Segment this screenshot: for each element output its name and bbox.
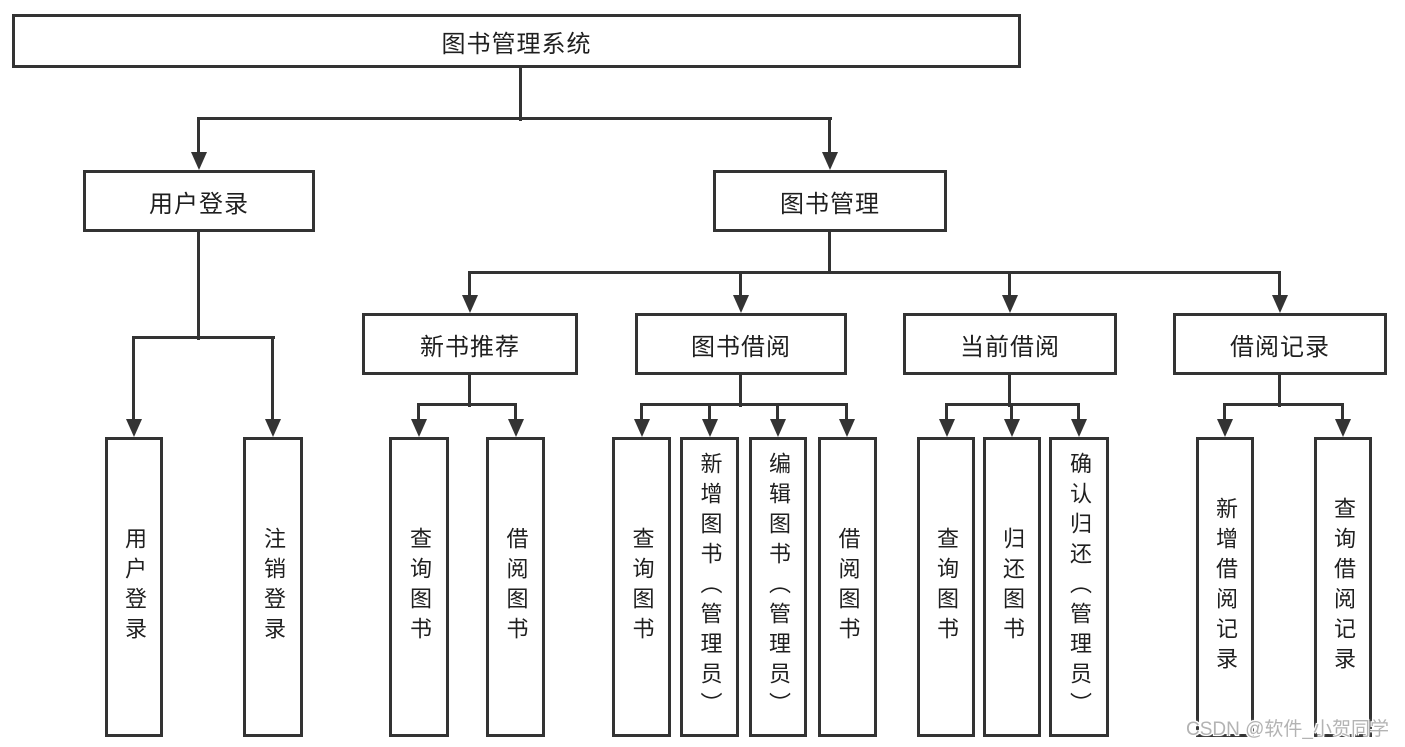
- arrow-head: [770, 419, 786, 437]
- connector-recommend-drop: [468, 375, 471, 407]
- node-book-borrowing: 图书借阅: [635, 313, 847, 375]
- arrow-stem: [845, 403, 848, 421]
- connector-records-split-hline: [1223, 403, 1344, 406]
- node-library-management-system: 图书管理系统: [12, 14, 1021, 68]
- leaf-borrow-books-borrowing: 借阅图书: [818, 437, 877, 737]
- arrow-head: [462, 295, 478, 313]
- arrow-stem: [197, 117, 200, 155]
- node-label: 借阅记录: [1230, 333, 1330, 361]
- leaf-confirm-return-admin: 确认归还（管理员）: [1049, 437, 1109, 737]
- arrow-head: [1004, 419, 1020, 437]
- leaf-label: 查询借阅记录: [1331, 497, 1356, 677]
- leaf-query-borrow-record: 查询借阅记录: [1314, 437, 1372, 737]
- connector-login-split-hline: [132, 336, 275, 339]
- node-label: 图书借阅: [691, 333, 791, 361]
- arrow-stem: [417, 403, 420, 421]
- connector-mgmt-split-hline: [468, 271, 1281, 274]
- arrow-stem: [945, 403, 948, 421]
- leaf-label: 注销登录: [261, 527, 286, 647]
- leaf-label: 编辑图书（管理员）: [766, 452, 791, 722]
- arrow-stem: [132, 336, 135, 421]
- arrow-stem: [468, 271, 471, 298]
- leaf-query-books-current: 查询图书: [917, 437, 975, 737]
- arrow-head: [265, 419, 281, 437]
- connector-level1-hline: [197, 117, 832, 120]
- leaf-label: 查询图书: [407, 527, 432, 647]
- leaf-borrow-books-recommend: 借阅图书: [486, 437, 545, 737]
- arrow-stem: [1223, 403, 1226, 421]
- arrow-stem: [1008, 271, 1011, 298]
- node-current-borrowing: 当前借阅: [903, 313, 1117, 375]
- leaf-label: 借阅图书: [503, 527, 529, 647]
- arrow-head: [508, 419, 524, 437]
- leaf-label: 查询图书: [934, 527, 959, 647]
- arrow-head: [839, 419, 855, 437]
- arrow-head: [191, 152, 207, 170]
- arrow-head: [939, 419, 955, 437]
- leaf-query-books-borrowing: 查询图书: [612, 437, 671, 737]
- arrow-stem: [640, 403, 643, 421]
- leaf-query-books-recommend: 查询图书: [389, 437, 449, 737]
- connector-user-login-drop: [197, 232, 200, 340]
- node-user-login: 用户登录: [83, 170, 315, 232]
- arrow-stem: [1278, 271, 1281, 298]
- leaf-label: 新增图书（管理员）: [697, 452, 723, 722]
- arrow-head: [1335, 419, 1351, 437]
- connector-recommend-split-hline: [417, 403, 517, 406]
- arrow-head: [822, 152, 838, 170]
- arrow-head: [1217, 419, 1233, 437]
- node-new-book-recommend: 新书推荐: [362, 313, 578, 375]
- arrow-head: [634, 419, 650, 437]
- node-label: 新书推荐: [420, 333, 520, 361]
- leaf-add-borrow-record: 新增借阅记录: [1196, 437, 1254, 737]
- connector-borrowing-drop: [739, 375, 742, 407]
- leaf-label: 借阅图书: [835, 527, 861, 647]
- node-label: 图书管理系统: [441, 30, 592, 58]
- leaf-label: 查询图书: [629, 527, 655, 647]
- arrow-stem: [708, 403, 711, 421]
- arrow-stem: [1077, 403, 1080, 421]
- leaf-label: 归还图书: [1000, 527, 1025, 647]
- leaf-return-books: 归还图书: [983, 437, 1041, 737]
- node-label: 图书管理: [780, 190, 880, 218]
- arrow-stem: [271, 336, 274, 421]
- arrow-stem: [1341, 403, 1344, 421]
- arrow-head: [411, 419, 427, 437]
- connector-current-drop: [1008, 375, 1011, 407]
- node-label: 用户登录: [149, 190, 249, 218]
- leaf-label: 确认归还（管理员）: [1067, 452, 1092, 722]
- arrow-head: [126, 419, 142, 437]
- arrow-stem: [514, 403, 517, 421]
- arrow-head: [702, 419, 718, 437]
- leaf-user-login: 用户登录: [105, 437, 163, 737]
- leaf-logout: 注销登录: [243, 437, 303, 737]
- leaf-edit-books-admin: 编辑图书（管理员）: [749, 437, 807, 737]
- csdn-watermark: CSDN @软件_小贺同学: [1186, 719, 1389, 740]
- arrow-head: [1071, 419, 1087, 437]
- arrow-stem: [739, 271, 742, 298]
- connector-records-drop: [1278, 375, 1281, 407]
- node-book-management: 图书管理: [713, 170, 947, 232]
- arrow-stem: [776, 403, 779, 421]
- arrow-stem: [828, 117, 831, 155]
- leaf-add-books-admin: 新增图书（管理员）: [680, 437, 739, 737]
- node-label: 当前借阅: [960, 333, 1060, 361]
- connector-borrowing-split-hline: [640, 403, 848, 406]
- leaf-label: 新增借阅记录: [1213, 497, 1238, 677]
- arrow-head: [1272, 295, 1288, 313]
- node-borrowing-records: 借阅记录: [1173, 313, 1387, 375]
- arrow-head: [733, 295, 749, 313]
- connector-book-mgmt-drop: [828, 232, 831, 274]
- leaf-label: 用户登录: [122, 527, 147, 647]
- arrow-head: [1002, 295, 1018, 313]
- connector-root-drop: [519, 68, 522, 121]
- arrow-stem: [1010, 403, 1013, 421]
